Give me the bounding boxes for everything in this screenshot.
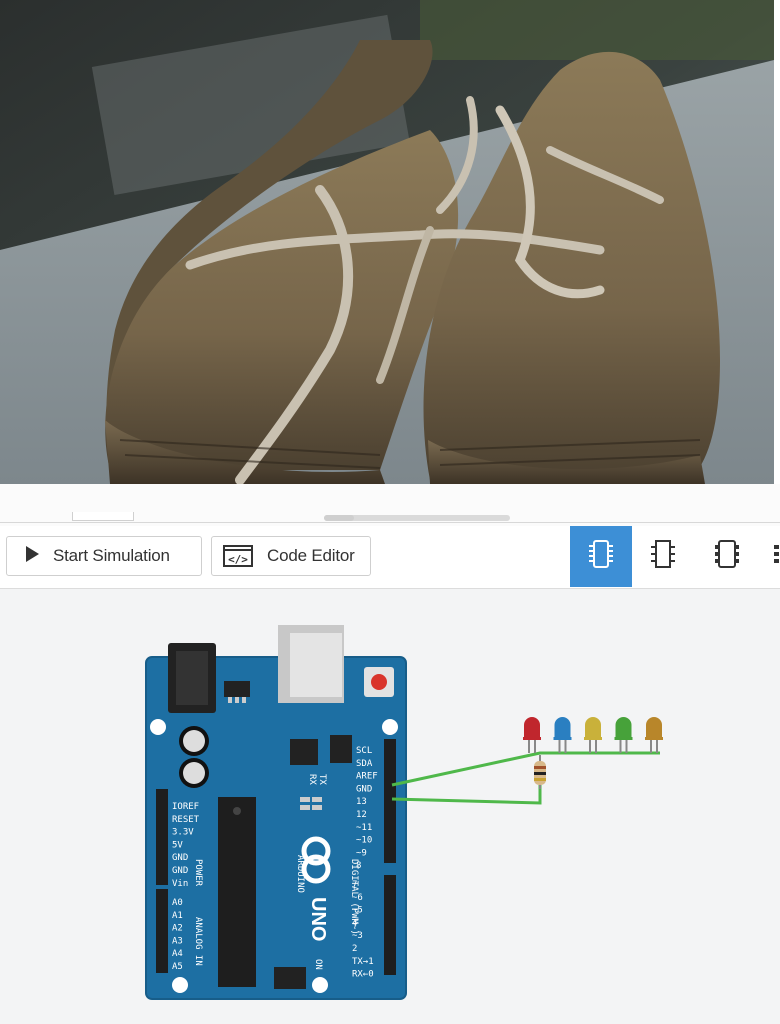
pin-label: ~5 <box>352 906 363 916</box>
digital-bottom-pin-labels: 7 ~6 ~5 4 ~3 2TX→1RX←0 <box>352 880 374 980</box>
resistor[interactable] <box>534 755 546 789</box>
pin-label: TX→1 <box>352 957 374 967</box>
rx-label: RX <box>307 774 317 785</box>
pin-label: A0 <box>172 898 183 908</box>
pin-label: SCL <box>356 746 372 756</box>
pin-label: ~10 <box>356 836 372 846</box>
tx-label: TX <box>317 774 327 785</box>
pin-label: RESET <box>172 815 200 825</box>
horizontal-scrollbar[interactable] <box>324 515 510 521</box>
more-chip-icon <box>758 539 780 574</box>
model-label: UNO <box>307 897 329 941</box>
schematic-view-button[interactable] <box>632 526 694 587</box>
pin-label: ~9 <box>356 848 367 858</box>
divider <box>0 522 780 523</box>
brand-label: ARDUINO <box>295 855 305 893</box>
pin-label: 5V <box>172 840 183 850</box>
pin-label: RX←0 <box>352 970 374 980</box>
pin-label: GND <box>356 784 372 794</box>
start-simulation-button[interactable]: Start Simulation <box>6 536 202 576</box>
digital-label: DIGITAL (PWM~) <box>349 859 359 935</box>
led-row[interactable] <box>523 717 663 753</box>
start-simulation-label: Start Simulation <box>53 546 170 565</box>
pin-label: A1 <box>172 911 183 921</box>
pin-label: 13 <box>356 797 367 807</box>
led[interactable] <box>553 717 572 753</box>
pin-label: GND <box>172 866 188 876</box>
tab-fragment <box>72 512 134 521</box>
pin-label: ~3 <box>352 931 363 941</box>
chip-icon <box>588 539 614 574</box>
pin-label: A2 <box>172 924 183 934</box>
led[interactable] <box>614 717 633 753</box>
pin-label: SDA <box>356 759 373 769</box>
led[interactable] <box>584 717 602 753</box>
pin-label: 12 <box>356 810 367 820</box>
circuit-wires[interactable] <box>391 751 660 805</box>
code-editor-button[interactable]: </> Code Editor <box>211 536 371 576</box>
pin-label: A4 <box>172 949 183 959</box>
svg-text:</>: </> <box>228 553 248 566</box>
led[interactable] <box>645 717 663 753</box>
pin-label: 7 <box>352 880 357 890</box>
analog-label: ANALOG IN <box>193 917 203 966</box>
power-label: POWER <box>193 859 203 887</box>
pcb-chip-icon <box>714 539 740 574</box>
pin-label: GND <box>172 853 188 863</box>
on-label: ON <box>313 959 323 970</box>
pin-label: 8 <box>356 861 361 871</box>
pin-label: A3 <box>172 936 183 946</box>
play-icon <box>25 545 39 567</box>
pin-label: ~6 <box>352 893 363 903</box>
pin-label: 4 <box>352 918 357 928</box>
pin-label: ~11 <box>356 823 372 833</box>
sneakers-photo <box>0 0 774 484</box>
code-icon: </> <box>223 545 253 567</box>
pin-label: AREF <box>356 772 378 782</box>
digital-top-pin-labels: SCL SDA AREF GND 13 12 ~11 ~10 ~9 8 <box>356 746 378 871</box>
pin-label: A5 <box>172 962 183 972</box>
pin-label: 2 <box>352 944 357 954</box>
led[interactable] <box>523 717 541 753</box>
more-view-button[interactable] <box>758 526 780 587</box>
code-editor-label: Code Editor <box>267 546 355 565</box>
toolbar: Start Simulation </> Code Editor <box>0 526 780 589</box>
component-view-button[interactable] <box>570 526 632 587</box>
pin-label: 3.3V <box>172 828 194 838</box>
pcb-view-button[interactable] <box>696 526 758 587</box>
pin-label: Vin <box>172 879 188 889</box>
schematic-chip-icon <box>650 539 676 574</box>
pin-label: IOREF <box>172 802 199 812</box>
arduino-infinity-logo <box>301 836 331 884</box>
circuit-canvas[interactable]: ARDUINO UNO ON TX RX POWER ANALOG IN DIG… <box>0 589 780 1024</box>
arduino-uno-board[interactable] <box>145 625 407 1000</box>
scrollbar-thumb[interactable] <box>324 515 354 521</box>
power-pin-labels: IOREF RESET 3.3V 5V GND GND Vin <box>172 802 200 889</box>
